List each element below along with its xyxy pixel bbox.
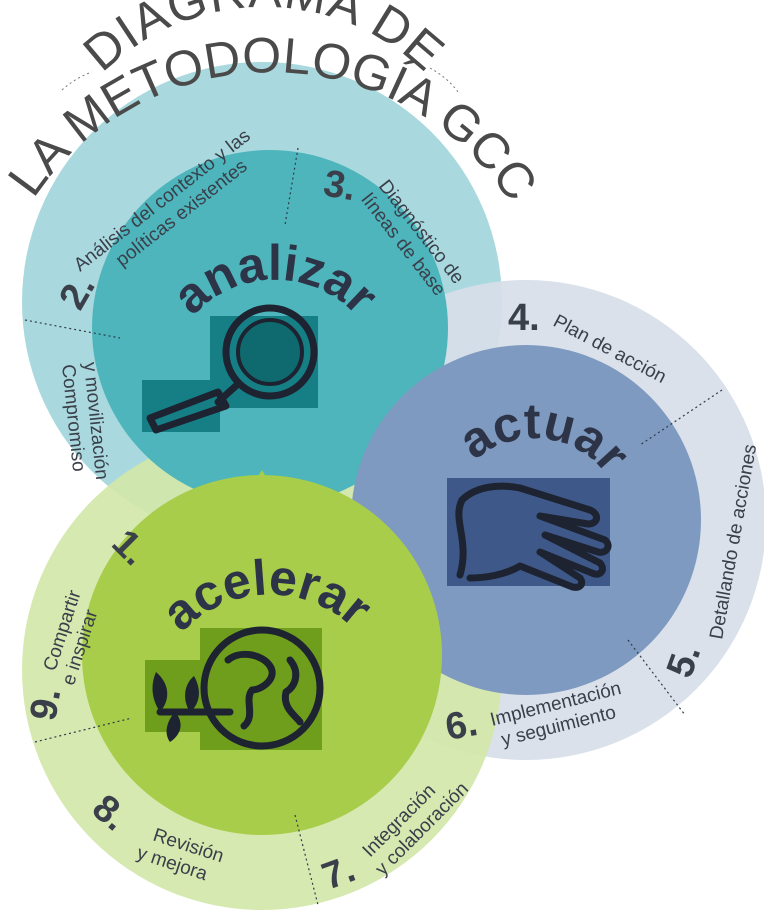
hand-icon <box>447 478 612 591</box>
step-number: 3. <box>320 163 359 210</box>
separator-line <box>294 814 319 906</box>
step-number: 4. <box>508 297 540 339</box>
separator-line <box>34 717 133 743</box>
separator-line <box>627 639 686 716</box>
step-4: 4. <box>508 297 540 339</box>
step-number: 9. <box>23 685 70 724</box>
step-number: 6. <box>442 702 481 749</box>
magnifier-icon <box>142 304 318 434</box>
acelerar-pointer <box>245 470 280 500</box>
separator-line <box>639 389 723 446</box>
step-6: 6. <box>442 702 481 749</box>
separator-line <box>24 319 121 339</box>
globe-leaf-icon <box>145 626 324 750</box>
step-9: 9. <box>23 685 70 724</box>
separator-line <box>284 147 299 226</box>
step-3: 3. <box>320 163 359 210</box>
